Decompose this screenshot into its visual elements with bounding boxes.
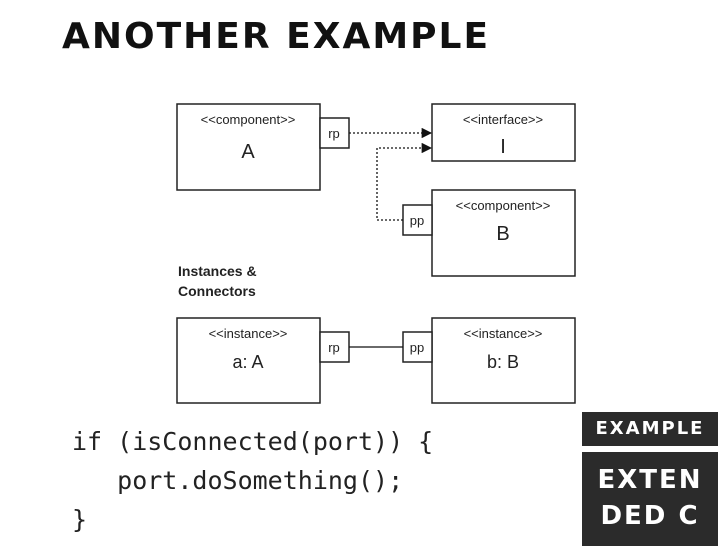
section-label-line2: Connectors <box>178 283 256 299</box>
component-b-box: <<component>> B <box>431 189 576 277</box>
component-a-port-label: rp <box>328 126 340 141</box>
instance-b-stereotype: <<instance>> <box>464 326 543 341</box>
code-line-1: if (isConnected(port)) { <box>72 427 434 456</box>
extended-c-tag: EXTEN DED C <box>582 452 718 546</box>
instance-a-port-label: rp <box>328 340 340 355</box>
extended-c-tag-line1: EXTEN <box>597 465 703 495</box>
component-b-port: pp <box>402 204 433 236</box>
code-snippet: if (isConnected(port)) { port.doSomethin… <box>72 422 433 539</box>
extended-c-tag-line2: DED C <box>600 501 700 531</box>
instance-a-name: a: A <box>232 352 263 372</box>
instance-b-name: b: B <box>487 352 519 372</box>
instance-b-port: pp <box>402 331 433 363</box>
section-label-line1: Instances & <box>178 263 257 279</box>
code-line-3: } <box>72 505 88 534</box>
instance-a-stereotype: <<instance>> <box>209 326 288 341</box>
instance-a-box: <<instance>> a: A <box>176 317 321 404</box>
component-b-stereotype: <<component>> <box>456 198 551 213</box>
interface-i-name: I <box>500 136 506 158</box>
component-a-name: A <box>241 141 255 163</box>
component-a-stereotype: <<component>> <box>201 112 296 127</box>
component-a-port: rp <box>319 117 350 149</box>
provided-port-arrow <box>376 142 433 221</box>
example-tag: EXAMPLE <box>582 412 718 446</box>
instance-a-port: rp <box>319 331 350 363</box>
instance-b-port-label: pp <box>410 340 424 355</box>
instance-b-box: <<instance>> b: B <box>431 317 576 404</box>
interface-i-stereotype: <<interface>> <box>463 112 543 127</box>
code-line-2: port.doSomething(); <box>72 466 404 495</box>
component-b-name: B <box>496 223 509 245</box>
component-a-box: <<component>> A <box>176 103 321 191</box>
slide-title: ANOTHER EXAMPLE <box>62 16 491 57</box>
interface-i-box: <<interface>> I <box>431 103 576 162</box>
component-b-port-label: pp <box>410 213 424 228</box>
